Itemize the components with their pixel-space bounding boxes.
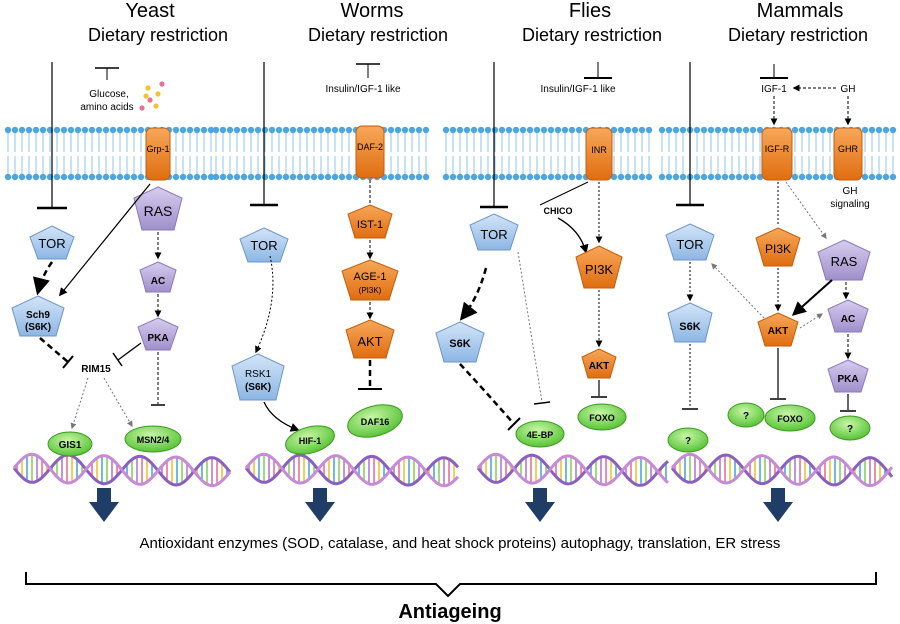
transcription-factors: GIS1 MSN2/4 HIF-1 DAF16 4E-BP FOXO ? ? F…: [47, 402, 871, 457]
ghr-label: GHR: [838, 144, 859, 154]
igf1-label: IGF-1: [761, 84, 787, 95]
yeast-s6k-label: (S6K): [25, 322, 51, 333]
gh-signaling-label-2: signaling: [830, 199, 869, 210]
worms-ist1-label: IST-1: [357, 219, 383, 231]
flies-stimulus: Dietary restriction: [522, 25, 662, 45]
mammals-akt-label: AKT: [768, 326, 789, 337]
mammals-igfr-receptor: [761, 127, 793, 181]
tf-mammals-q1: [667, 427, 709, 453]
panel-headers: Yeast Dietary restriction Worms Dietary …: [88, 0, 868, 45]
tf-mammals-foxo: [764, 404, 816, 432]
worms-rsk1-label: RSK1: [245, 369, 272, 380]
outcome-text: Antioxidant enzymes (SOD, catalase, and …: [140, 535, 781, 552]
flies-chico-label: CHICO: [544, 206, 573, 216]
tf-mammals-q2: [727, 402, 765, 428]
mammals-ras-label: RAS: [831, 254, 858, 269]
membrane-1: [4, 126, 215, 181]
q2-label: ?: [743, 411, 749, 422]
flies-foxo-label: FOXO: [589, 413, 615, 423]
output-arrows: [89, 488, 793, 522]
yeast-ras-label: RAS: [144, 203, 173, 219]
dna-4: [670, 452, 894, 488]
output-arrow-2: [305, 488, 335, 522]
mammals-ac-label: AC: [841, 314, 855, 325]
bracket: [25, 572, 877, 598]
mammals-stimulus: Dietary restriction: [728, 25, 868, 45]
yeast-ac-label: AC: [151, 276, 165, 287]
tf-daf16: [347, 404, 403, 438]
tf-hif1: [285, 425, 335, 455]
yeast-grp1-receptor: [145, 127, 171, 181]
worms-panel: Insulin/IGF-1 like DAF-2 IST-1 AGE-1 (PI…: [231, 62, 401, 432]
worms-daf2-label: DAF-2: [357, 142, 383, 152]
flies-inr-label: INR: [591, 145, 607, 155]
output-arrow-1: [89, 488, 119, 522]
yeast-pka-label: PKA: [147, 333, 168, 344]
membrane-3: [442, 126, 653, 181]
nutrient-label-2: amino acids: [80, 102, 133, 113]
flies-input-label: Insulin/IGF-1 like: [540, 84, 615, 95]
worms-akt-label: AKT: [357, 334, 382, 349]
output-arrow-3: [525, 488, 555, 522]
msn-label: MSN2/4: [137, 435, 170, 445]
flies-panel: Insulin/IGF-1 like INR CHICO PI3K AKT TO…: [435, 62, 623, 431]
mammals-panel: IGF-1 GH IGF-R GHR GH signaling PI3K AKT…: [665, 62, 871, 412]
mammals-ghr-receptor: [833, 127, 863, 181]
tf-4ebp: [515, 420, 565, 448]
gh-label: GH: [841, 84, 856, 95]
flies-akt-label: AKT: [589, 361, 610, 372]
dna-1: [12, 452, 232, 488]
yeast-stimulus: Dietary restriction: [88, 25, 228, 45]
worms-stimulus: Dietary restriction: [308, 25, 448, 45]
tf-mammals-q3: [829, 415, 871, 441]
dna-3: [476, 452, 669, 487]
gis1-label: GIS1: [59, 440, 82, 451]
nutrient-label-1: Glucose,: [89, 89, 128, 100]
mammals-pka-label: PKA: [837, 374, 858, 385]
worms-s6k-label: (S6K): [245, 382, 271, 393]
yeast-grp1-label: Grp-1: [146, 144, 169, 154]
gh-signaling-label-1: GH: [843, 186, 858, 197]
hif1-label: HIF-1: [299, 436, 322, 446]
yeast-tor-label: TOR: [38, 236, 65, 251]
mammals-s6k-label: S6K: [679, 321, 700, 333]
mammals-tor-label: TOR: [676, 237, 703, 252]
tf-flies-foxo: [577, 403, 627, 431]
dna-2: [244, 452, 460, 488]
worms-tor-label: TOR: [250, 238, 277, 253]
flies-s6k-label: S6K: [449, 338, 470, 350]
yeast-panel: Glucose, amino acids TOR Grp-1 RAS AC PK…: [11, 62, 183, 430]
q1-label: ?: [685, 436, 691, 447]
mammals-pi3k-label: PI3K: [765, 242, 791, 256]
q3-label: ?: [847, 424, 853, 435]
flies-tor-label: TOR: [480, 227, 507, 242]
daf16-label: DAF16: [361, 417, 390, 427]
flies-pi3k-label: PI3K: [585, 262, 614, 277]
dna-helices: [12, 452, 894, 488]
igfr-label: IGF-R: [765, 144, 790, 154]
worms-age1-label: AGE-1: [353, 271, 386, 283]
worms-daf2-receptor: [355, 125, 385, 179]
flies-inr-receptor: [585, 127, 613, 181]
conclusion-label: Antiageing: [398, 601, 501, 623]
mammals-title: Mammals: [757, 0, 844, 22]
worms-input-label: Insulin/IGF-1 like: [325, 84, 400, 95]
mammals-foxo-label: FOXO: [777, 414, 803, 424]
output-arrow-4: [763, 488, 793, 522]
yeast-rim15-label: RIM15: [81, 364, 111, 375]
worms-pi3k-label: (PI3K): [359, 286, 382, 295]
nutrient-dots: [139, 81, 165, 111]
flies-title: Flies: [569, 0, 611, 22]
tf-gis1: [47, 431, 93, 457]
yeast-title: Yeast: [125, 0, 175, 22]
membrane-2: [212, 126, 430, 181]
tf-msn24: [124, 425, 182, 453]
4ebp-label: 4E-BP: [527, 430, 554, 440]
worms-title: Worms: [341, 0, 404, 22]
yeast-sch9-label: Sch9: [26, 310, 50, 321]
